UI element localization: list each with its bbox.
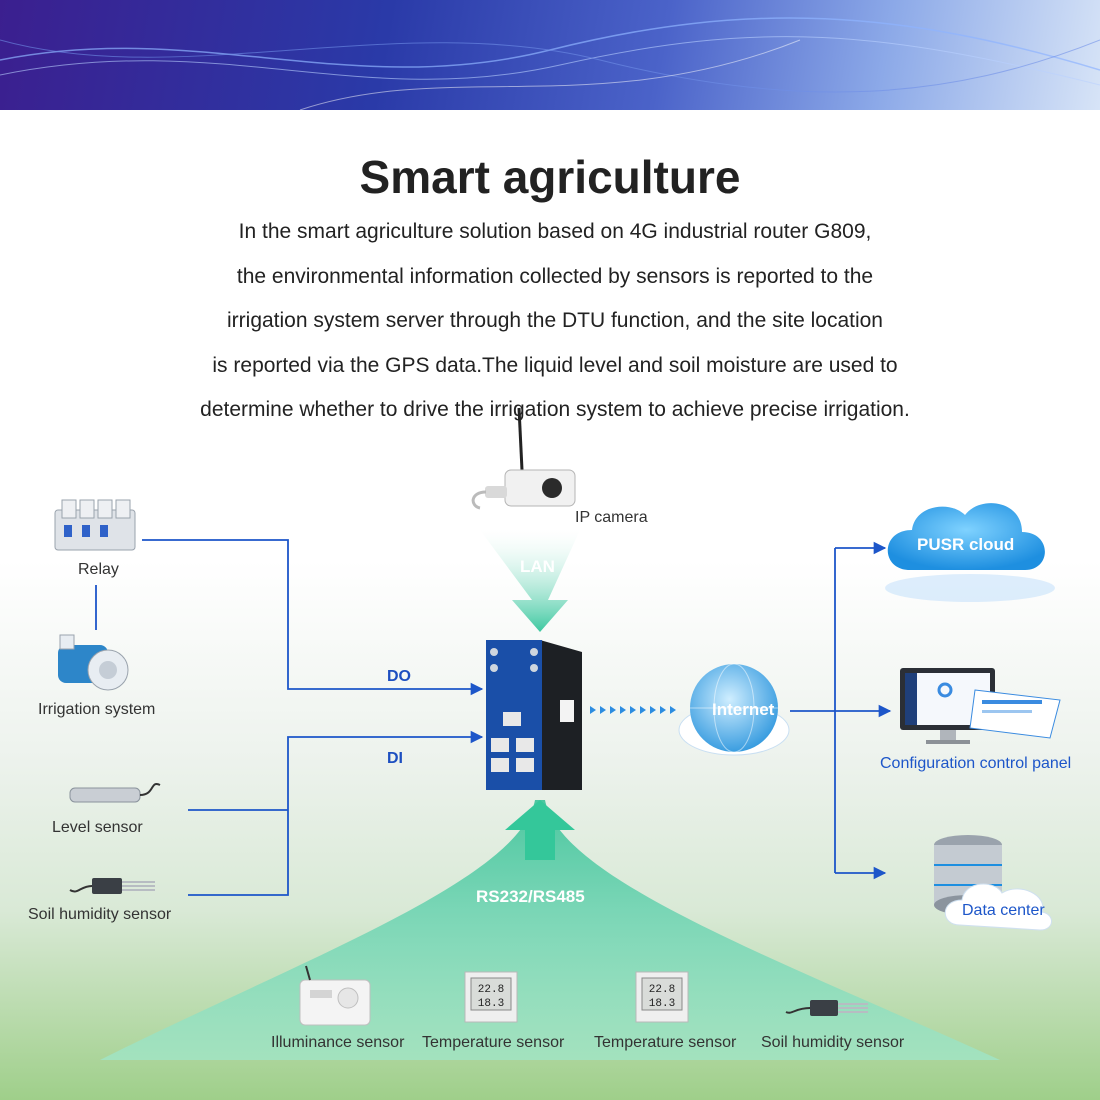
temperature-sensor-icon: 22.8 18.3	[464, 971, 518, 1023]
level-sensor-label: Level sensor	[52, 819, 143, 836]
relay-to-router-line	[142, 539, 484, 696]
temp-display-bottom: 18.3	[478, 998, 504, 1010]
description-line: the environmental information collected …	[236, 264, 874, 288]
description-line: In the smart agriculture solution based …	[238, 220, 872, 243]
data-center-label: Data center	[962, 902, 1045, 919]
serial-label: RS232/RS485	[476, 887, 585, 906]
header-banner	[0, 0, 1100, 110]
internet-label: Internet	[712, 700, 775, 719]
illuminance-sensor-icon	[299, 965, 371, 1026]
monitor-icon	[900, 668, 1061, 744]
irrigation-system-label: Irrigation system	[38, 701, 156, 718]
level-sensor-icon	[69, 783, 161, 803]
ip-camera-label: IP camera	[575, 509, 648, 526]
temp-display-top: 22.8	[478, 984, 504, 996]
soil-sensor-icon	[785, 1000, 868, 1016]
cloud-icon	[885, 503, 1055, 602]
pump-icon	[58, 634, 129, 691]
relay-icon	[54, 499, 136, 551]
di-label: DI	[387, 750, 403, 767]
soil-sensor-label: Soil humidity sensor	[28, 906, 172, 923]
database-icon	[934, 835, 1052, 931]
temperature-sensor-label: Temperature sensor	[594, 1034, 737, 1051]
description-line: determine whether to drive the irrigatio…	[200, 398, 910, 421]
ip-camera-icon	[471, 407, 576, 510]
router-internet-link	[590, 706, 676, 714]
description: In the smart agriculture solution based …	[150, 210, 960, 433]
router-icon	[486, 640, 582, 790]
description-line: is reported via the GPS data.The liquid …	[212, 353, 898, 377]
relay-label: Relay	[78, 561, 119, 578]
internet-globe-icon	[678, 663, 790, 756]
lan-beam	[480, 530, 580, 632]
do-label: DO	[387, 668, 411, 685]
temperature-sensor-icon: 22.8 18.3	[635, 971, 689, 1023]
serial-arrow	[505, 800, 575, 860]
soil-sensor-line	[188, 730, 484, 896]
page-title: Smart agriculture	[359, 151, 741, 203]
cloud-label: PUSR cloud	[917, 535, 1015, 554]
banner-wave-decoration	[0, 17, 1100, 110]
description-line: irrigation system server through the DTU…	[227, 309, 883, 332]
temp-display-bottom: 18.3	[649, 998, 675, 1010]
temperature-sensor-label: Temperature sensor	[422, 1034, 565, 1051]
soil-sensor-label: Soil humidity sensor	[761, 1034, 905, 1051]
soil-sensor-icon	[69, 878, 155, 894]
config-panel-label: Configuration control panel	[880, 755, 1072, 772]
illuminance-sensor-label: Illuminance sensor	[271, 1034, 405, 1051]
temp-display-top: 22.8	[649, 984, 675, 996]
lan-label: LAN	[520, 557, 555, 576]
